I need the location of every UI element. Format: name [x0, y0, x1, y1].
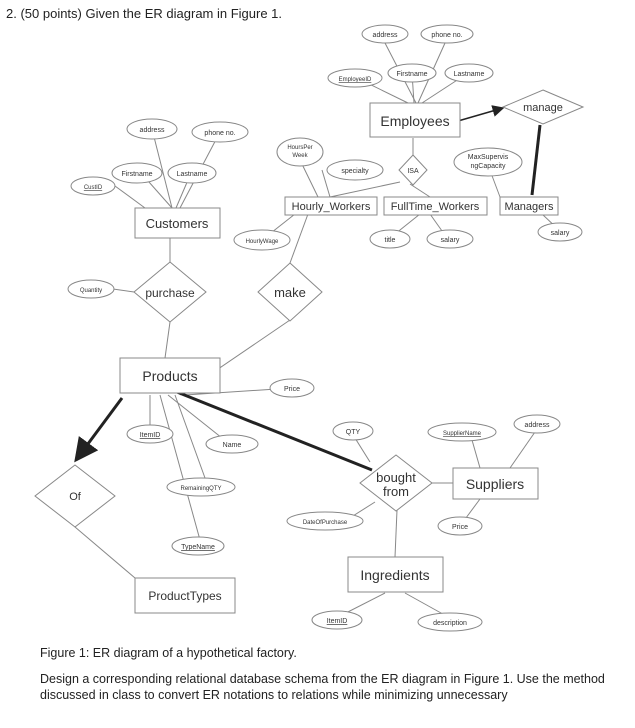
entity-employees: Employees	[369, 102, 461, 138]
svg-text:Firstname: Firstname	[121, 171, 152, 178]
entity-producttypes: ProductTypes	[134, 577, 236, 614]
attr-qty: QTY	[332, 421, 374, 441]
entity-products-label: Products	[142, 368, 197, 384]
attr-mgr-salary: salary	[537, 222, 583, 242]
attr-ft-salary: salary	[426, 229, 474, 249]
attr-title: title	[369, 229, 411, 249]
attr-hourly-wage: HourlyWage	[233, 229, 291, 251]
svg-text:address: address	[140, 127, 165, 134]
entity-managers-label: Managers	[505, 201, 554, 213]
svg-text:phone no.: phone no.	[431, 32, 462, 39]
entity-fulltime-workers-label: FullTime_Workers	[391, 201, 480, 213]
attr-remaining-qty: RemainingQTY	[166, 477, 236, 497]
entity-products: Products	[119, 357, 221, 394]
svg-text:Price: Price	[284, 386, 300, 393]
attr-item-id: ItemID	[126, 424, 174, 444]
svg-text:Week: Week	[292, 153, 308, 159]
attr-supplier-name: SupplierName	[427, 422, 497, 442]
relationship-bought-from-label-1: bought	[376, 470, 416, 485]
entity-employees-label: Employees	[380, 113, 449, 129]
attr-cust-id: CustID	[70, 176, 116, 196]
relationship-purchase-label: purchase	[145, 286, 195, 300]
attr-emp-id: EmployeeID	[327, 68, 383, 88]
relationship-bought-from-label-2: from	[383, 484, 409, 499]
attr-cust-lastname: Lastname	[167, 162, 217, 184]
svg-text:Price: Price	[452, 524, 468, 531]
svg-text:salary: salary	[551, 230, 570, 237]
svg-text:HoursPer: HoursPer	[287, 145, 312, 151]
entity-hourly-workers-label: Hourly_Workers	[292, 201, 371, 213]
svg-text:Lastname: Lastname	[454, 71, 485, 78]
svg-text:ItemID: ItemID	[327, 618, 348, 625]
entity-ingredients-label: Ingredients	[360, 567, 429, 583]
er-diagram: Employees Customers Hourly_Workers FullT…	[34, 24, 585, 632]
attr-sup-price: Price	[437, 516, 483, 536]
svg-text:RemainingQTY: RemainingQTY	[180, 486, 221, 492]
relationship-manage: manage	[501, 89, 585, 125]
attr-emp-address: address	[361, 24, 409, 44]
attr-date-of-purchase: DateOfPurchase	[286, 511, 364, 531]
relationship-manage-label: manage	[523, 102, 563, 114]
svg-text:Firstname: Firstname	[396, 71, 427, 78]
svg-text:EmployeeID: EmployeeID	[339, 77, 372, 83]
entity-customers-label: Customers	[146, 216, 209, 231]
attr-quantity: Quantity	[67, 279, 115, 299]
entity-hourly-workers: Hourly_Workers	[284, 196, 378, 216]
svg-text:salary: salary	[441, 237, 460, 244]
svg-text:HourlyWage: HourlyWage	[246, 239, 279, 245]
entity-suppliers-label: Suppliers	[466, 476, 524, 492]
entity-suppliers: Suppliers	[452, 467, 539, 500]
attr-name: Name	[205, 434, 259, 454]
bold-lines	[74, 105, 542, 472]
attributes: address phone no. Firstname Lastname Emp…	[67, 24, 583, 632]
svg-text:MaxSupervis: MaxSupervis	[468, 154, 509, 161]
attr-type-name: TypeName	[171, 536, 225, 556]
svg-text:DateOfPurchase: DateOfPurchase	[303, 520, 348, 526]
relationship-bought-from: bought from	[359, 454, 433, 512]
attr-emp-firstname: Firstname	[387, 63, 437, 83]
svg-text:description: description	[433, 620, 467, 627]
attr-sup-address: address	[513, 414, 561, 434]
svg-text:phone no.: phone no.	[204, 130, 235, 137]
svg-text:CustID: CustID	[84, 185, 103, 191]
svg-text:Lastname: Lastname	[177, 171, 208, 178]
attr-max-supervising: MaxSupervis ngCapacity	[453, 147, 523, 177]
svg-text:address: address	[525, 422, 550, 429]
entity-ingredients: Ingredients	[347, 556, 444, 593]
figure-caption: Figure 1: ER diagram of a hypothetical f…	[40, 646, 297, 660]
relationship-make-label: make	[274, 285, 306, 300]
svg-text:SupplierName: SupplierName	[443, 431, 482, 437]
attr-price-make: Price	[269, 378, 315, 398]
svg-text:Name: Name	[223, 442, 242, 449]
svg-text:TypeName: TypeName	[181, 544, 215, 551]
svg-text:Quantity: Quantity	[80, 288, 102, 294]
question-heading: 2. (50 points) Given the ER diagram in F…	[6, 6, 283, 21]
entity-fulltime-workers: FullTime_Workers	[383, 196, 488, 216]
attr-emp-lastname: Lastname	[444, 63, 494, 83]
svg-text:ItemID: ItemID	[140, 432, 161, 439]
entity-producttypes-label: ProductTypes	[148, 589, 221, 603]
svg-text:specialty: specialty	[341, 168, 369, 175]
attr-description: description	[417, 612, 483, 632]
attr-emp-phone: phone no.	[420, 24, 474, 44]
svg-text:ngCapacity: ngCapacity	[470, 163, 506, 170]
relationship-isa: ISA	[398, 154, 428, 186]
entity-customers: Customers	[134, 207, 221, 239]
svg-text:address: address	[373, 32, 398, 39]
entity-managers: Managers	[499, 196, 559, 216]
relationship-purchase: purchase	[133, 261, 207, 323]
relationship-of-label: Of	[69, 491, 82, 503]
attr-ing-item-id: ItemID	[311, 610, 363, 630]
relationship-of: Of	[34, 464, 116, 528]
attr-cust-address: address	[126, 118, 178, 140]
svg-text:QTY: QTY	[346, 429, 361, 436]
attr-cust-firstname: Firstname	[111, 162, 163, 184]
svg-text:title: title	[385, 237, 396, 244]
relationship-make: make	[257, 262, 323, 322]
relationship-isa-label: ISA	[407, 168, 419, 175]
instruction-paragraph: Design a corresponding relational databa…	[40, 672, 605, 702]
attr-specialty: specialty	[326, 159, 384, 181]
attr-cust-phone: phone no.	[191, 121, 249, 143]
